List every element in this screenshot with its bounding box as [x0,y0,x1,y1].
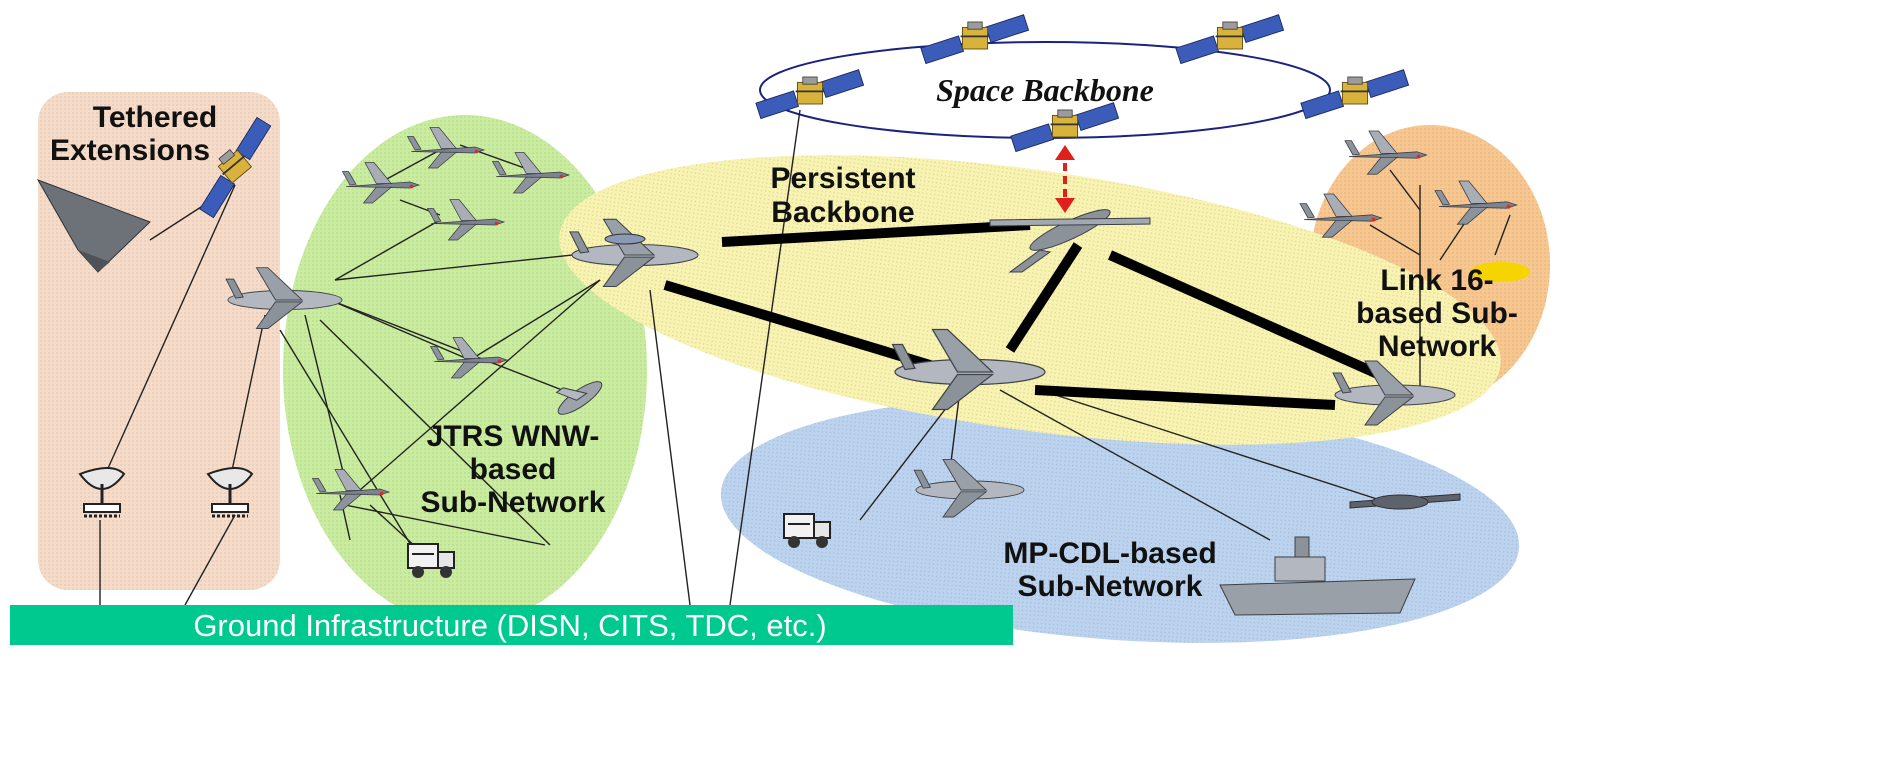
uav-icon [1349,493,1461,510]
satellite-icon [1174,13,1285,65]
persistent-backbone-links [663,220,1383,410]
awacs-icon [569,218,699,288]
ground-infrastructure-label: Ground Infrastructure (DISN, CITS, TDC, … [193,608,826,643]
link16-label-line1: Link 16- [1380,264,1493,297]
ground-infrastructure-bar: Ground Infrastructure (DISN, CITS, TDC, … [10,605,1013,645]
tethered-label-line2: Extensions [50,134,210,167]
uav-icon [555,381,603,415]
link16-emitter-marker [1470,262,1530,282]
space-backbone-label: Space Backbone [936,72,1154,108]
uav-icon [989,209,1151,273]
thin-links [99,109,1511,606]
persistent-backbone-region [559,155,1501,445]
tethered-label-line1: Tethered [93,101,217,134]
link16-label-line2: based Sub- [1356,297,1518,330]
satellite-icon [1009,101,1120,153]
link16-label-line3: Network [1378,330,1497,363]
persistent-label-line1: Persistent [770,162,915,195]
mpcdl-label-line2: Sub-Network [1017,570,1202,603]
ship-icon [1219,536,1416,616]
persistent-label-line2: Backbone [771,196,914,229]
mpcdl-label-line1: MP-CDL-based [1003,537,1216,570]
satellite-icon [1299,68,1410,120]
sat-uav-crosslink [1055,145,1075,213]
jtrs-label-line3: Sub-Network [420,486,605,519]
stealth-bomber-icon [36,179,151,273]
jtrs-label-line2: based [470,453,557,486]
jtrs-label-line1: JTRS WNW- [427,420,600,453]
satellite-icon [919,13,1030,65]
